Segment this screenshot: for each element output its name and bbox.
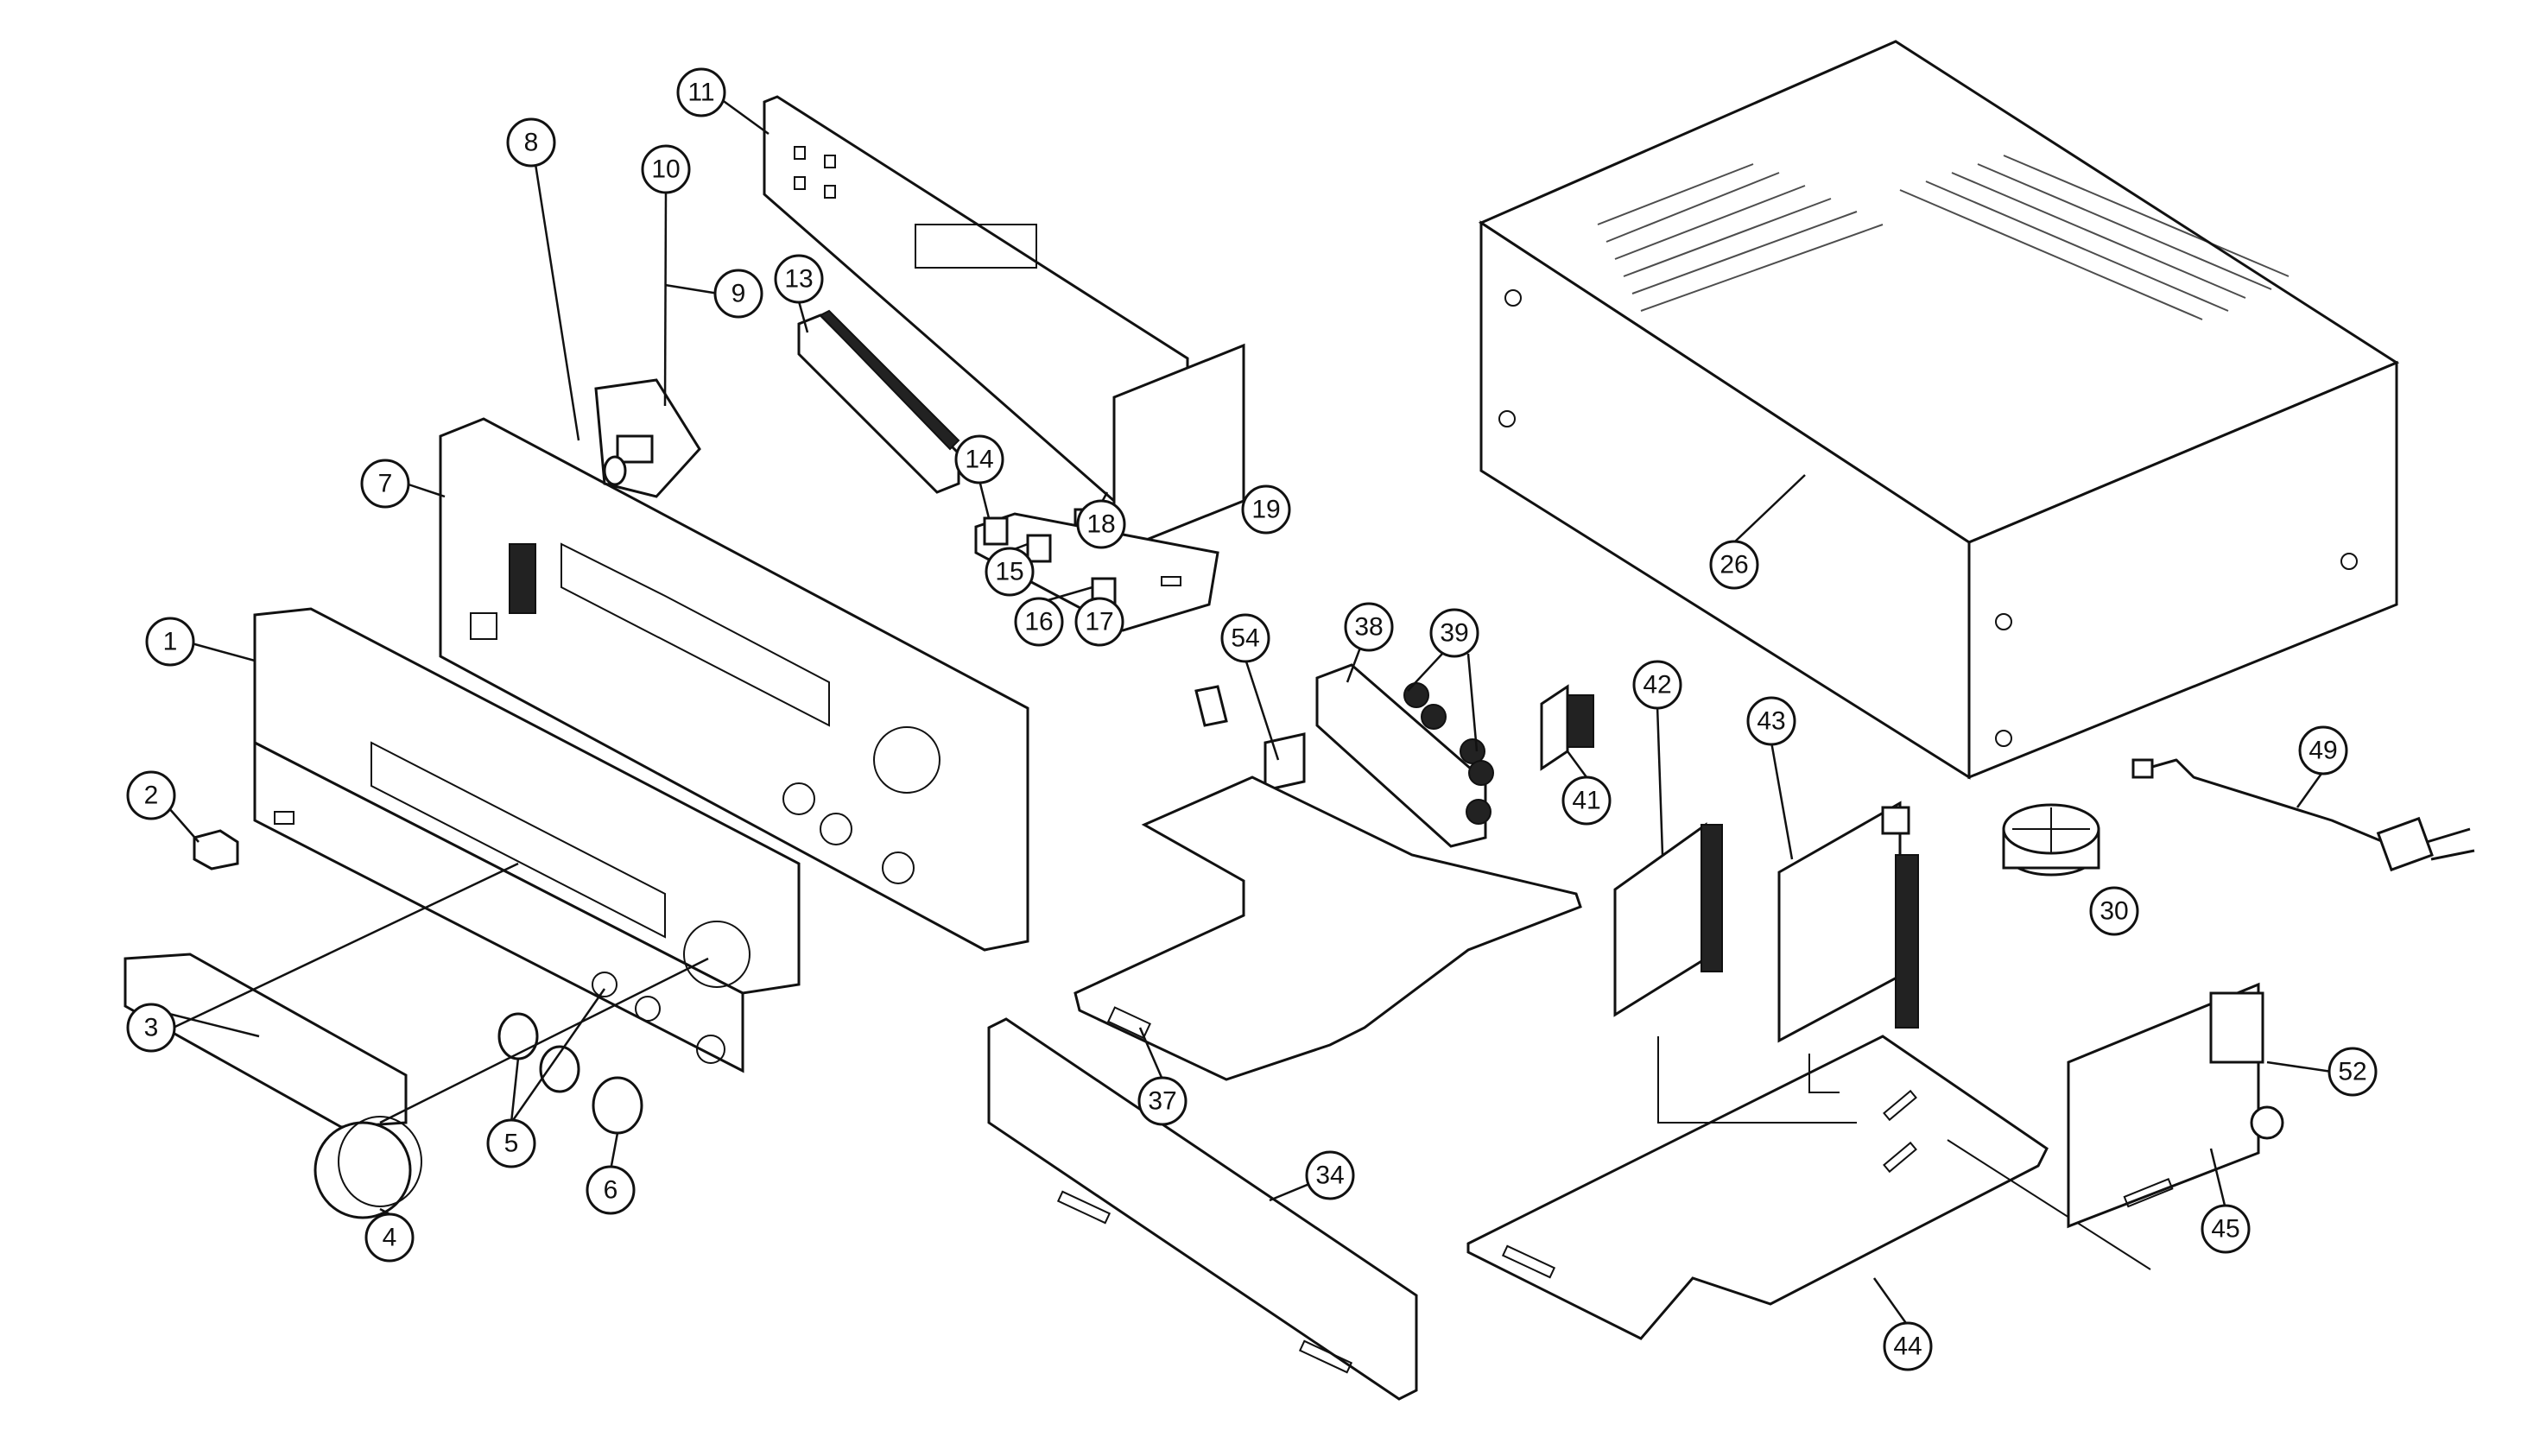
callout-42: 42 [1632,660,1682,710]
svg-text:34: 34 [1315,1162,1344,1190]
svg-text:11: 11 [687,79,714,107]
input-jack-pcb-42 [1613,822,1723,1017]
callout-4: 4 [364,1212,415,1263]
callout-14: 14 [954,434,1004,484]
callout-49: 49 [2298,725,2348,775]
callout-19: 19 [1241,484,1291,535]
main-pcb [1074,775,1582,1081]
svg-text:16: 16 [1024,608,1053,636]
svg-text:18: 18 [1086,510,1115,539]
fluorescent-display [797,309,960,494]
power-pcb [2067,982,2284,1229]
jack-assembly [594,378,701,498]
svg-text:38: 38 [1354,613,1383,642]
callout-8: 8 [506,117,556,168]
top-cover [1478,40,2400,780]
svg-text:41: 41 [1572,787,1600,815]
callout-43: 43 [1746,696,1796,746]
callout-2: 2 [126,770,176,820]
svg-text:2: 2 [144,782,159,810]
callout-38: 38 [1344,602,1394,652]
svg-text:8: 8 [524,129,539,157]
callout-10: 10 [641,144,691,194]
svg-text:10: 10 [651,155,680,184]
callout-30: 30 [2089,886,2139,936]
callout-54: 54 [1220,613,1270,663]
svg-text:7: 7 [378,470,393,498]
svg-text:14: 14 [965,446,993,474]
callout-52: 52 [2328,1047,2378,1097]
svg-text:1: 1 [163,628,178,656]
power-button [193,829,239,870]
callout-34: 34 [1305,1150,1355,1200]
display-window [124,953,408,1129]
callout-11: 11 [676,67,726,117]
svg-text:43: 43 [1757,707,1785,736]
switch-pcb [974,512,1219,632]
input-jack-pcb-43 [1777,801,1919,1043]
power-cord [2131,758,2475,872]
svg-text:4: 4 [383,1224,397,1252]
svg-text:54: 54 [1231,624,1259,653]
callout-5: 5 [486,1118,536,1168]
rear-panel-board [987,1017,1418,1401]
svg-text:49: 49 [2308,737,2337,765]
svg-text:17: 17 [1085,608,1113,636]
svg-text:37: 37 [1148,1087,1176,1116]
callout-7: 7 [360,459,410,509]
svg-text:9: 9 [732,280,746,308]
svg-text:19: 19 [1251,496,1280,524]
callout-9: 9 [713,269,763,319]
svg-text:52: 52 [2338,1058,2366,1086]
svg-text:5: 5 [504,1130,519,1158]
svg-text:42: 42 [1643,671,1671,700]
svg-text:44: 44 [1893,1333,1922,1361]
callout-44: 44 [1883,1321,1933,1371]
callout-6: 6 [586,1165,636,1215]
volume-knob [314,1116,422,1219]
small-terminal-pcb [1540,684,1594,771]
callout-26: 26 [1709,540,1759,590]
bottom-pcb [1466,1035,2151,1340]
leader-lines [155,98,2333,1326]
terminal-blocks [1315,663,1494,848]
callout-17: 17 [1074,597,1124,647]
svg-text:15: 15 [995,558,1023,586]
callout-15: 15 [985,547,1035,597]
svg-text:39: 39 [1440,619,1468,648]
svg-text:6: 6 [604,1176,618,1205]
svg-text:26: 26 [1720,551,1748,579]
front-chassis-frame [439,417,1029,952]
callout-13: 13 [774,254,824,304]
callout-45: 45 [2201,1204,2251,1254]
transformer-core [2002,803,2100,877]
front-panel [253,607,801,1073]
callout-1: 1 [145,617,195,667]
heatsink-bracket [1194,685,1306,792]
svg-text:45: 45 [2211,1215,2239,1244]
small-knobs [497,1012,643,1135]
callout-3: 3 [126,1003,176,1053]
callout-37: 37 [1137,1076,1188,1126]
callout-41: 41 [1561,775,1612,826]
svg-text:3: 3 [144,1014,159,1042]
callout-16: 16 [1014,597,1064,647]
svg-text:30: 30 [2100,897,2128,926]
callout-18: 18 [1076,499,1126,549]
svg-text:13: 13 [784,265,813,294]
callout-39: 39 [1429,608,1479,658]
